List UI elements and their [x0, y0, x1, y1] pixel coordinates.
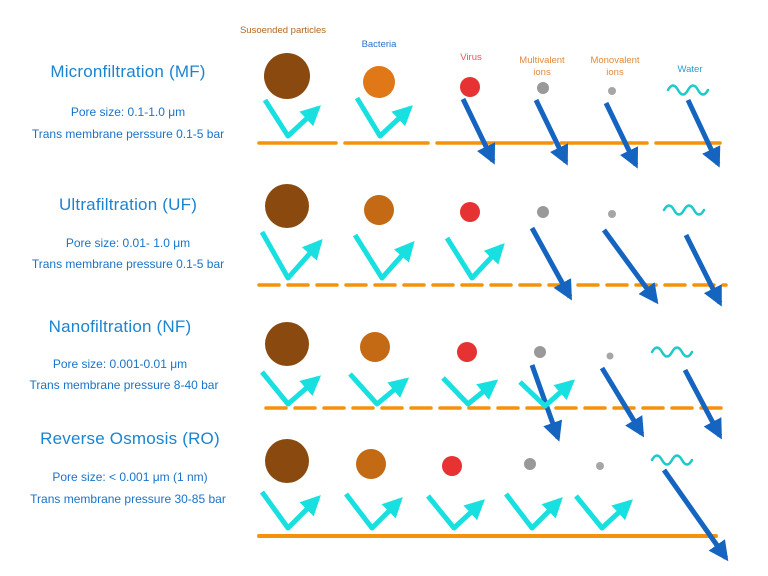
nf-pass-arrow-water — [682, 368, 723, 440]
ro-pore-size: Pore size: < 0.001 μm (1 nm) — [52, 470, 208, 484]
uf-row-graphics — [257, 184, 728, 307]
uf-pass-arrow-monovalent — [601, 228, 659, 305]
column-label-water: Water — [677, 64, 703, 75]
mf-monovalent-ion — [608, 87, 616, 95]
ro-pressure: Trans membrane pressure 30-85 bar — [30, 492, 226, 506]
uf-reject-arrow-suspended — [259, 230, 323, 281]
uf-pass-arrow-water — [683, 233, 723, 307]
uf-virus-particle — [460, 202, 480, 222]
uf-bacteria-particle — [364, 195, 394, 225]
uf-title: Ultrafiltration (UF) — [58, 195, 198, 214]
nf-virus-particle — [457, 342, 477, 362]
mf-pass-arrow-virus — [460, 97, 496, 165]
ro-pass-arrow-water — [661, 468, 729, 562]
ro-monovalent-ion — [596, 462, 604, 470]
uf-pore-size: Pore size: 0.01- 1.0 μm — [65, 236, 191, 250]
mf-water-squiggle — [666, 84, 710, 96]
ro-reject-arrow-monovalent — [574, 494, 633, 531]
ro-row-graphics — [257, 439, 729, 562]
uf-suspended-particle — [265, 184, 309, 228]
nf-row-graphics — [260, 322, 728, 442]
mf-bacteria-particle — [363, 66, 395, 98]
uf-monovalent-ion — [608, 210, 616, 218]
mf-row-graphics — [257, 53, 722, 169]
uf-water-squiggle — [662, 204, 706, 216]
mf-multivalent-ion — [537, 82, 549, 94]
nf-pressure: Trans membrane pressure 8-40 bar — [29, 378, 219, 392]
uf-pressure: Trans membrane pressure 0.1-5 bar — [31, 257, 225, 271]
uf-reject-arrow-virus — [444, 236, 505, 281]
ro-reject-arrow-virus — [426, 494, 485, 531]
column-label-virus: Virus — [460, 52, 482, 63]
nf-reject-arrow-bacteria — [348, 372, 410, 407]
nf-monovalent-ion — [606, 352, 614, 360]
mf-reject-arrow-suspended — [262, 98, 321, 139]
uf-reject-arrow-bacteria — [352, 233, 415, 281]
nf-pass-arrow-multivalent — [529, 364, 563, 442]
nf-water-squiggle — [650, 346, 694, 358]
ro-bacteria-particle — [356, 449, 386, 479]
nf-pass-arrow-monovalent — [599, 366, 645, 438]
nf-reject-arrow-suspended — [260, 370, 322, 407]
column-label-multivalent-ions: Multivalent ions — [519, 55, 565, 78]
nf-reject-arrow-multivalent — [518, 379, 575, 409]
uf-pass-arrow-multivalent — [529, 226, 573, 301]
ro-water-squiggle — [650, 454, 694, 466]
mf-pore-size: Pore size: 0.1-1.0 μm — [70, 105, 186, 119]
ro-suspended-particle — [265, 439, 309, 483]
column-label-monovalent-ions: Monovalent ions — [590, 55, 640, 78]
nf-multivalent-ion — [534, 346, 546, 358]
nf-bacteria-particle — [360, 332, 390, 362]
mf-title: Micronfiltration (MF) — [50, 62, 206, 81]
nf-pore-size: Pore size: 0.001-0.01 μm — [52, 357, 188, 371]
column-label-bacteria: Bacteria — [361, 39, 397, 50]
ro-reject-arrow-multivalent — [504, 492, 563, 531]
ro-multivalent-ion — [524, 458, 536, 470]
mf-suspended-particle — [264, 53, 310, 99]
ro-reject-arrow-suspended — [259, 490, 321, 531]
ro-title: Reverse Osmosis (RO) — [40, 429, 220, 448]
mf-pass-arrow-monovalent — [603, 101, 639, 169]
mf-pass-arrow-water — [685, 98, 721, 168]
mf-virus-particle — [460, 77, 480, 97]
mf-pressure: Trans membrane perssure 0.1-5 bar — [31, 127, 225, 141]
nf-reject-arrow-virus — [441, 376, 499, 407]
column-label-suspended-particles: Susoended particles — [239, 25, 327, 36]
mf-reject-arrow-bacteria — [354, 96, 413, 139]
nf-suspended-particle — [265, 322, 309, 366]
ro-reject-arrow-bacteria — [344, 492, 403, 531]
uf-multivalent-ion — [537, 206, 549, 218]
nf-title: Nanofiltration (NF) — [48, 317, 192, 336]
mf-pass-arrow-multivalent — [533, 98, 569, 166]
ro-virus-particle — [442, 456, 462, 476]
